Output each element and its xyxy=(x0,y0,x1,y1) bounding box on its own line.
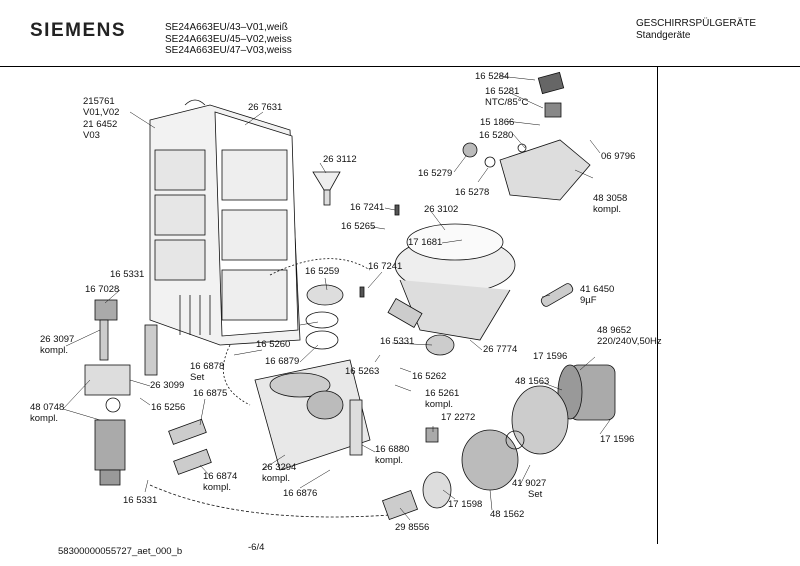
part-label: 16 5279 xyxy=(418,168,453,179)
leader-lines xyxy=(62,75,611,521)
hose-drawing xyxy=(149,298,423,521)
part-label: Set xyxy=(190,372,205,383)
sump-drawing xyxy=(394,223,516,356)
part-label: kompl. xyxy=(262,473,290,484)
part-label: 16 5262 xyxy=(412,371,447,382)
inlet-valve-drawing xyxy=(84,299,158,486)
part-label: 16 5263 xyxy=(345,366,380,377)
part-label: 16 6876 xyxy=(283,488,318,499)
part-label: 16 5260 xyxy=(256,339,291,350)
brand-logo: SIEMENS xyxy=(30,20,127,41)
header-divider-line xyxy=(0,66,800,67)
part-label: kompl. xyxy=(40,345,68,356)
part-label: kompl. xyxy=(30,413,58,424)
part-label: 16 5331 xyxy=(380,336,415,347)
part-label: 26 3102 xyxy=(424,204,459,215)
part-label: 16 6880 xyxy=(375,444,410,455)
part-label: 26 7774 xyxy=(483,344,518,355)
part-label: 16 5331 xyxy=(123,495,158,506)
funnel-drawing xyxy=(312,171,341,206)
small-parts-drawing xyxy=(168,204,439,475)
part-label: kompl. xyxy=(593,204,621,215)
part-label: 16 6878 xyxy=(190,361,225,372)
category-subtitle: Standgeräte xyxy=(636,29,691,41)
model-line-2: SE24A663EU/45–V02,weiss xyxy=(165,33,292,45)
part-label: 16 5256 xyxy=(151,402,186,413)
part-label: 17 1596 xyxy=(600,434,635,445)
part-label: 21 6452 xyxy=(83,119,118,130)
part-label: 16 5259 xyxy=(305,266,340,277)
door-panel-drawing xyxy=(149,99,301,346)
part-label: kompl. xyxy=(425,399,453,410)
part-label: V01,V02 xyxy=(83,107,120,118)
part-label: 26 7631 xyxy=(248,102,283,113)
part-label: 16 7241 xyxy=(350,202,385,213)
part-label: kompl. xyxy=(203,482,231,493)
part-label: 48 9652 xyxy=(597,325,632,336)
part-label: NTC/85°C xyxy=(485,97,529,108)
part-label: 26 3097 xyxy=(40,334,75,345)
part-label: 16 6875 xyxy=(193,388,228,399)
model-line-1: SE24A663EU/43–V01,weiß xyxy=(165,22,288,33)
part-label: 220/240V,50Hz xyxy=(597,336,662,347)
part-label: 17 1596 xyxy=(533,351,568,362)
part-label: 16 5261 xyxy=(425,388,460,399)
part-label: 16 6874 xyxy=(203,471,238,482)
part-label: 29 8556 xyxy=(395,522,430,533)
part-label: 26 3112 xyxy=(323,154,357,165)
part-label: 48 1563 xyxy=(515,376,550,387)
part-label: 16 5331 xyxy=(110,269,145,280)
part-label: 06 9796 xyxy=(601,151,636,162)
part-label: 9µF xyxy=(580,295,597,306)
category-title: GESCHIRRSPÜLGERÄTE xyxy=(636,18,757,29)
part-label: 16 5281 xyxy=(485,86,520,97)
part-label: 48 1562 xyxy=(490,509,525,520)
part-label: 16 5280 xyxy=(479,130,514,141)
part-label: 16 5284 xyxy=(475,71,510,82)
part-label: 17 2272 xyxy=(441,412,476,423)
part-label: 16 6879 xyxy=(265,356,300,367)
capacitor-drawing xyxy=(540,283,574,307)
pump-module-drawing xyxy=(462,71,591,201)
softener-drawing xyxy=(254,284,371,471)
part-label: 26 3294 xyxy=(262,462,297,473)
part-label: V03 xyxy=(83,130,100,141)
part-label: 41 6450 xyxy=(580,284,615,295)
part-label: 48 0748 xyxy=(30,402,65,413)
part-label: Set xyxy=(528,489,543,500)
motor-drawing xyxy=(422,364,616,509)
page-number: -6/4 xyxy=(248,542,265,553)
part-label: 17 1681 xyxy=(408,237,443,248)
part-label: 26 3099 xyxy=(150,380,185,391)
sidebar-divider-line xyxy=(657,66,658,544)
part-label: kompl. xyxy=(375,455,403,466)
document-id: 58300000055727_aet_000_b xyxy=(58,546,183,557)
part-label: 215761 xyxy=(83,96,115,107)
part-label: 16 5265 xyxy=(341,221,376,232)
part-label: 16 5278 xyxy=(455,187,490,198)
part-label: 17 1598 xyxy=(448,499,483,510)
part-label: 15 1866 xyxy=(480,117,515,128)
part-label: 16 7241 xyxy=(368,261,403,272)
model-line-3: SE24A663EU/47–V03,weiss xyxy=(165,45,292,56)
part-label: 48 3058 xyxy=(593,193,628,204)
part-label: 16 7028 xyxy=(85,284,120,295)
part-label: 41 9027 xyxy=(512,478,547,489)
